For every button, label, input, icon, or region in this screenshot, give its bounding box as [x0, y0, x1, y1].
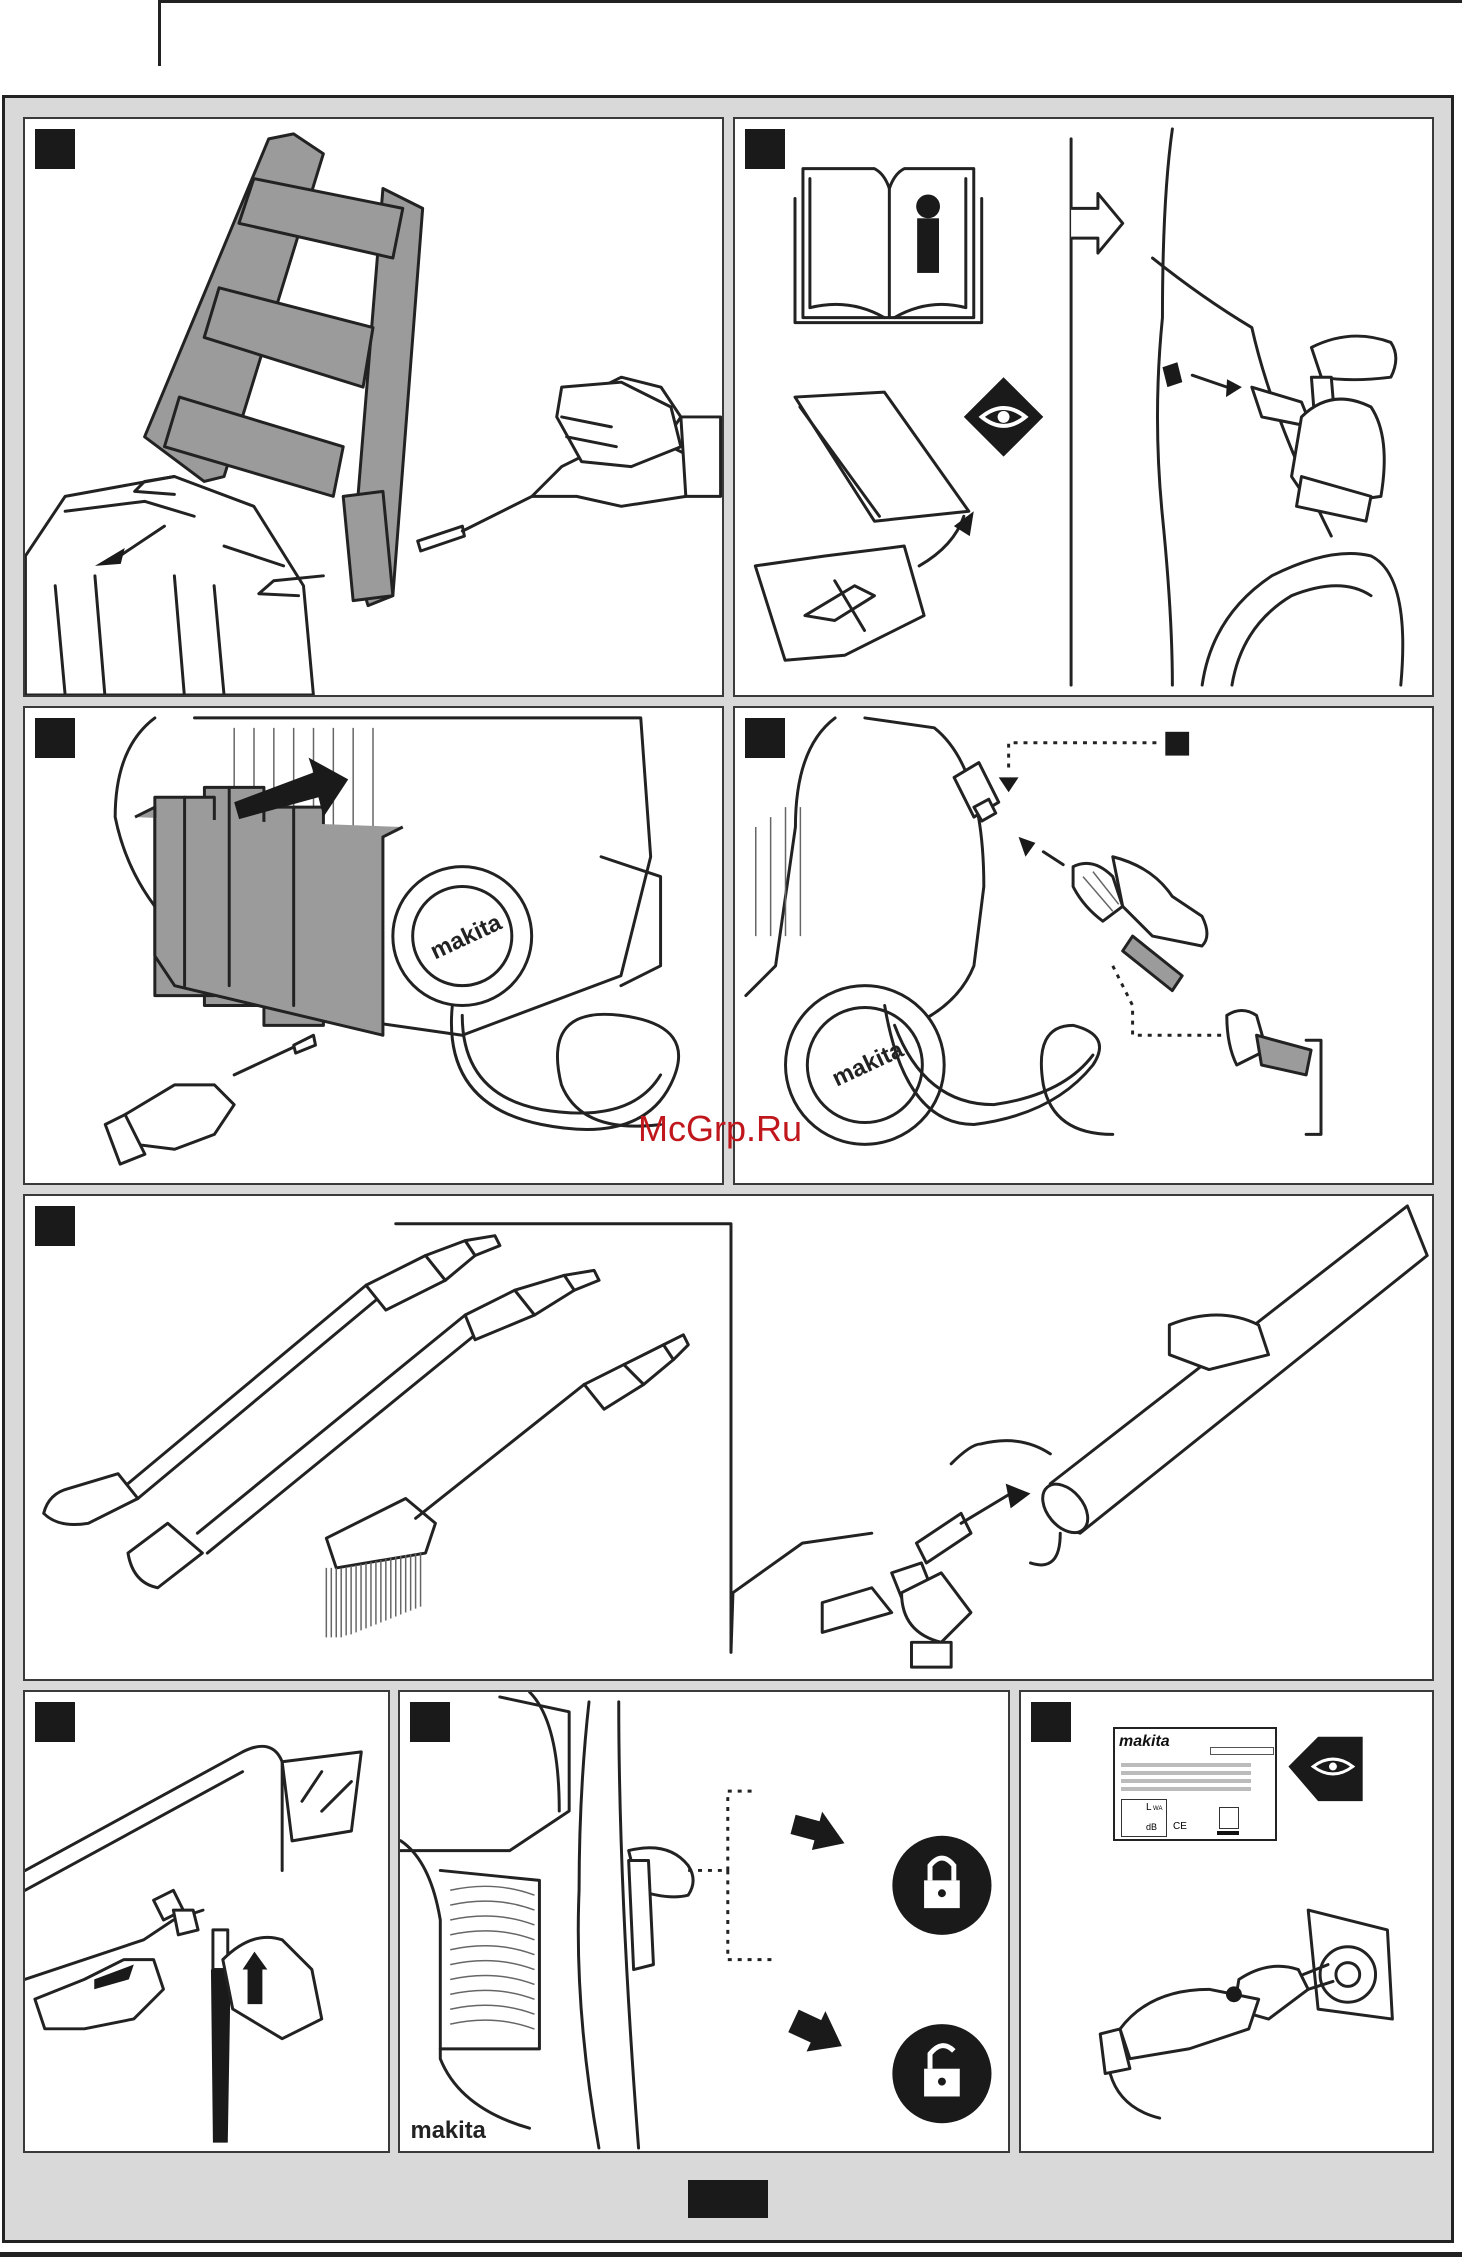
- accessory-holder-illustration: makita: [25, 708, 722, 1183]
- watermark: McGrp.Ru: [638, 1108, 802, 1150]
- page-number-tab: [688, 2180, 768, 2218]
- panel-handle-assembly: [23, 117, 724, 697]
- trigger-gun-illustration: [25, 1692, 388, 2151]
- hose-connection-illustration: makita: [735, 708, 1432, 1183]
- eye-icon: [1288, 1737, 1362, 1801]
- label-db: dB: [1146, 1822, 1157, 1832]
- panel-manual-and-lever: [733, 117, 1434, 697]
- handle-assembly-illustration: [25, 119, 722, 695]
- lance-attachment-illustration: [25, 1196, 1432, 1679]
- panel-lock-lever: makita: [398, 1690, 1010, 2153]
- panel-accessory-holder: makita: [23, 706, 724, 1185]
- label-lwa: L: [1146, 1802, 1152, 1813]
- label-bar: [1217, 1831, 1239, 1835]
- label-text-lines: [1121, 1763, 1251, 1793]
- label-ce-mark: CE: [1173, 1821, 1187, 1832]
- step-marker: [1031, 1702, 1071, 1742]
- panel-lance-attachment: [23, 1194, 1434, 1681]
- label-lwa-sub: WA: [1153, 1806, 1162, 1812]
- panel-hose-connection: makita: [733, 706, 1434, 1185]
- panel-rating-label-plug: makita L WA dB CE: [1019, 1690, 1434, 2153]
- label-lwa-box: L WA dB: [1121, 1799, 1167, 1837]
- brand-logo: makita: [411, 2117, 487, 2144]
- rating-label-card: makita L WA dB CE: [1113, 1727, 1277, 1841]
- weee-bin-icon: [1219, 1807, 1239, 1829]
- header-rule-horizontal: [158, 0, 1462, 3]
- header-rule-vertical: [158, 0, 161, 66]
- label-brand: makita: [1119, 1733, 1170, 1751]
- label-field: [1210, 1747, 1274, 1755]
- footer-rule: [0, 2252, 1462, 2257]
- panel-trigger-gun: [23, 1690, 390, 2153]
- info-book-icon: [795, 169, 982, 323]
- manual-lever-illustration: [735, 119, 1432, 695]
- lock-lever-illustration: makita: [400, 1692, 1008, 2151]
